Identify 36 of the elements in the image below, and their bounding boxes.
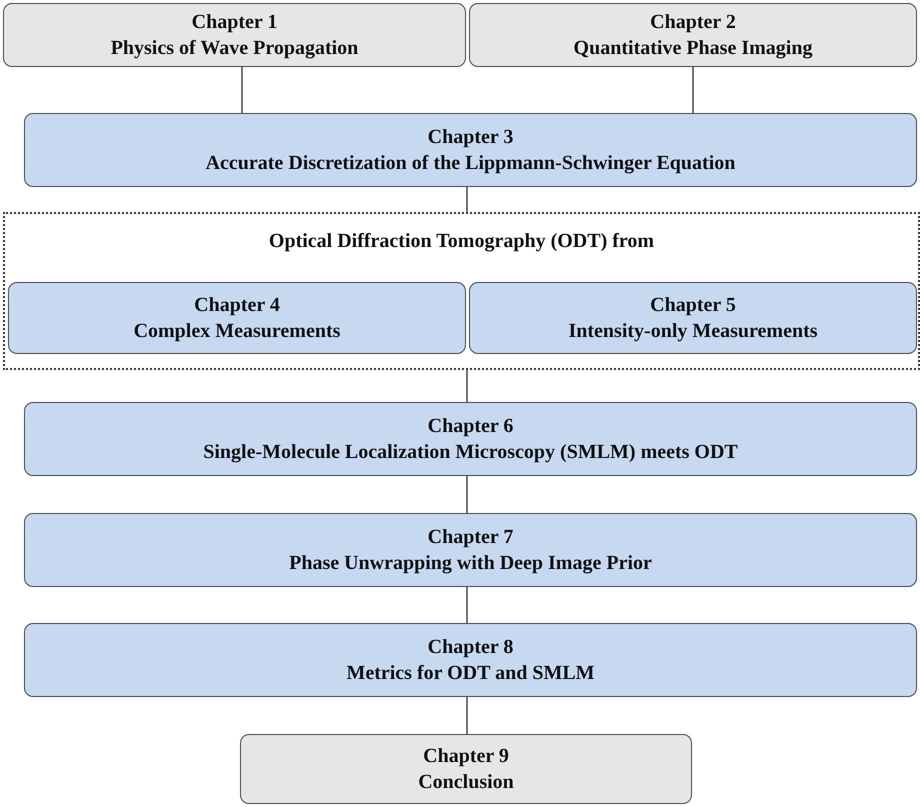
group-heading: Optical Diffraction Tomography (ODT) from (268, 229, 654, 254)
chapter-number: Chapter 4 (194, 293, 280, 318)
chapter-box (240, 734, 692, 804)
connector-line (466, 587, 468, 623)
connector-line (466, 370, 468, 402)
chapter-box (8, 282, 466, 354)
chapter-number: Chapter 8 (428, 635, 514, 660)
connector-line (241, 67, 243, 113)
chapter-box (24, 513, 917, 587)
chapter-box (3, 3, 466, 67)
chapter-title: Physics of Wave Propagation (110, 36, 358, 61)
chapter-number: Chapter 3 (428, 125, 514, 150)
chapter-title: Conclusion (418, 770, 514, 795)
chapter-number: Chapter 6 (428, 414, 514, 439)
chapter-title: Quantitative Phase Imaging (574, 36, 812, 61)
connector-line (692, 67, 694, 113)
chapter-title: Intensity-only Measurements (568, 319, 818, 344)
connector-line (466, 697, 468, 734)
chapter-box (24, 402, 917, 476)
chapter-number: Chapter 9 (423, 744, 509, 769)
chapter-title: Phase Unwrapping with Deep Image Prior (289, 551, 652, 576)
chapter-box (24, 113, 917, 187)
chapter-number: Chapter 2 (650, 10, 736, 35)
chapter-number: Chapter 7 (428, 525, 514, 550)
group-frame (3, 212, 920, 370)
chapter-box (469, 3, 917, 67)
chapter-title: Complex Measurements (134, 319, 340, 344)
chapter-title: Accurate Discretization of the Lippmann-Schwinger Equation (206, 151, 736, 176)
chapter-number: Chapter 5 (650, 293, 736, 318)
chapter-number: Chapter 1 (192, 10, 278, 35)
connector-line (466, 187, 468, 212)
chapter-title: Metrics for ODT and SMLM (346, 661, 595, 686)
chapter-box (469, 282, 917, 354)
chapter-box (24, 623, 917, 697)
connector-line (466, 476, 468, 513)
chapter-title: Single-Molecule Localization Microscopy (SMLM) meets ODT (203, 440, 738, 465)
